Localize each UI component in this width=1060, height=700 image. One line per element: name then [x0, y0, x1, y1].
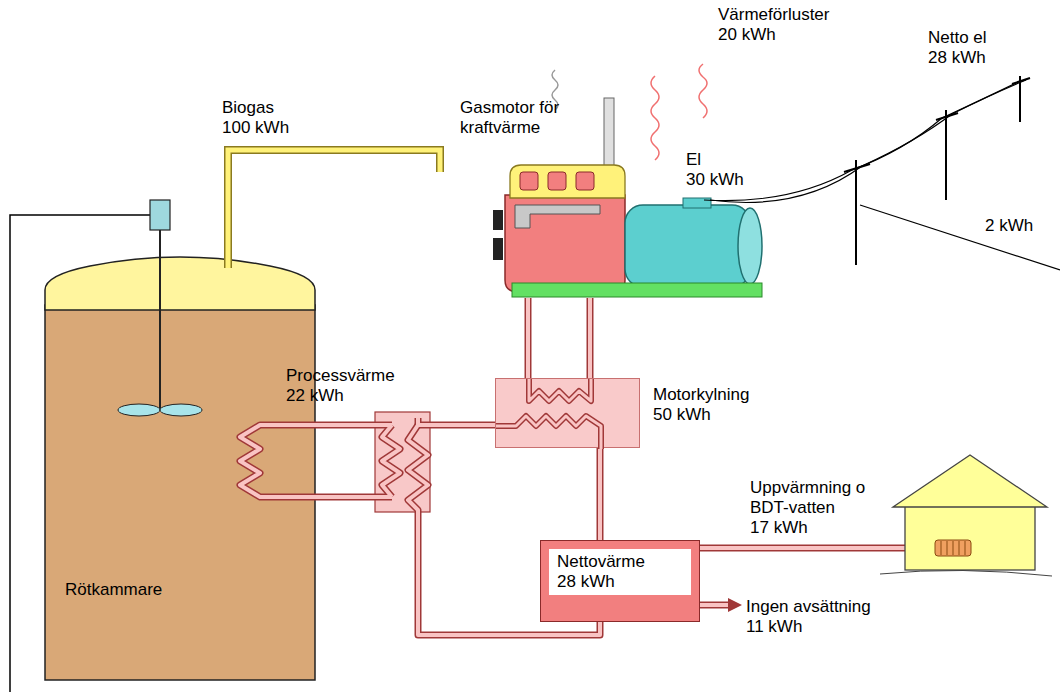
gas-pipe: [228, 150, 440, 268]
gas-dome: [45, 257, 315, 310]
terminal-box: [683, 198, 711, 208]
flow-label: 17 kWh: [750, 518, 808, 538]
flow-label: 28 kWh: [928, 48, 986, 68]
arrow-head: [728, 598, 742, 612]
cylinder: [576, 172, 594, 190]
pole: [945, 110, 947, 200]
node-text: Nettovärme: [557, 552, 683, 572]
pipe-outline: [597, 448, 604, 540]
coil-pipe: [529, 379, 591, 401]
generator-end: [738, 208, 762, 284]
pole-arm: [1012, 78, 1030, 84]
pole: [855, 160, 857, 265]
stirrer-shaft: [159, 228, 161, 410]
heat-pipe: [240, 298, 935, 635]
pole-arm: [844, 164, 870, 172]
engine-part: [493, 210, 503, 230]
engine-cooling-box: Motorkylning50 kWh: [495, 378, 640, 448]
pole-arm: [936, 113, 958, 120]
box-heading: Motorkylning50 kWh: [653, 385, 749, 425]
gas-engine: [505, 195, 625, 292]
node-text: 28 kWh: [557, 572, 683, 592]
stirrer-blade: [118, 404, 160, 416]
flow-label: 11 kWh: [746, 617, 802, 637]
flow-label: Gasmotor för kraftvärme: [460, 98, 580, 138]
flow-label: 2 kWh: [985, 216, 1033, 236]
generator: [625, 205, 750, 287]
digester-body: [45, 305, 315, 680]
flow-label: 100 kWh: [222, 118, 289, 138]
gas-pipe: [228, 150, 440, 268]
power-cable: [860, 205, 1060, 270]
flow-label: Värmeförluster: [718, 5, 829, 25]
ground-line: [880, 570, 1052, 576]
flow-label: 22 kWh: [286, 386, 344, 406]
flow-label: Netto el: [928, 28, 987, 48]
flow-label: Uppvärmning o BDT-vatten: [750, 478, 885, 518]
node-text: Motorkylning: [653, 385, 749, 405]
radiator: [935, 540, 971, 556]
node-text: 50 kWh: [653, 405, 749, 425]
flow-label: Rötkammare: [65, 580, 162, 600]
pole: [1019, 76, 1021, 122]
coil-pipe: [529, 379, 591, 401]
coil-pipe: [496, 416, 601, 449]
stirrer-blade: [160, 404, 202, 416]
heat-loss-wave: [651, 76, 659, 160]
exhaust-manifold: [515, 205, 600, 228]
power-cable: [710, 80, 1026, 202]
net-heat-box: Nettovärme28 kWh: [540, 540, 700, 622]
flow-label: Biogas: [222, 98, 274, 118]
flow-label: 30 kWh: [686, 170, 744, 190]
coil-pipe: [496, 416, 601, 449]
flow-label: 20 kWh: [718, 25, 776, 45]
heat-loss-wave: [699, 64, 707, 118]
flow-label: Ingen avsättning: [746, 597, 871, 617]
cylinder: [520, 172, 538, 190]
radiator-fins: [941, 541, 965, 555]
cylinder-head: [510, 165, 625, 198]
cooling-coil: [496, 379, 641, 449]
base-frame: [512, 283, 762, 297]
engine-part: [493, 238, 503, 260]
house-roof: [893, 455, 1047, 507]
heat-pipe: [240, 298, 935, 635]
stirrer-motor: [150, 200, 170, 230]
power-cable: [704, 82, 1018, 201]
heat-pipe-connector: [598, 448, 602, 540]
house-wall: [905, 505, 1035, 570]
flow-label: Processvärme: [286, 366, 395, 386]
flow-label: El: [686, 150, 701, 170]
label-panel: Nettovärme28 kWh: [549, 549, 691, 595]
cylinder: [548, 172, 566, 190]
